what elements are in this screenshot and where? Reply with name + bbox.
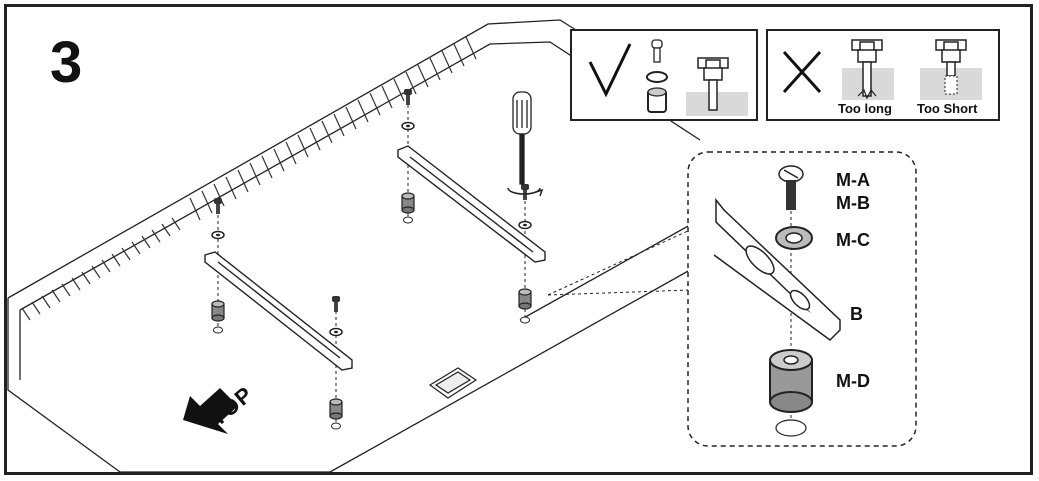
bolt-icon [778, 165, 804, 210]
washer-icon [775, 226, 813, 250]
part-label-m-a: M-A [836, 170, 870, 190]
hole-detail-icon [775, 419, 807, 437]
part-label-b: B [850, 304, 863, 324]
bracket-detail-icon [713, 197, 841, 341]
vent-slots [21, 36, 477, 321]
screw-stack-icon [646, 39, 668, 113]
part-label-m-c: M-C [836, 230, 870, 250]
left-bracket [204, 251, 353, 371]
spacer-detail-icon [769, 349, 813, 413]
incorrect-hardware-box [766, 29, 1000, 121]
too-long-icon [842, 39, 894, 100]
cross-icon [782, 50, 822, 94]
part-label-m-b: M-B [836, 193, 870, 213]
screwdriver-icon [507, 91, 544, 197]
detail-callout [687, 151, 917, 447]
correct-hardware-box [570, 29, 758, 121]
too-short-icon [920, 39, 982, 100]
cable-cutout [428, 367, 478, 399]
correct-length-icon [686, 57, 748, 116]
check-icon [588, 43, 632, 98]
right-bracket [397, 145, 546, 263]
step-number: 3 [50, 30, 83, 95]
top-arrow-icon [183, 388, 238, 434]
too-short-label: Too Short [917, 101, 978, 116]
too-long-label: Too long [838, 101, 892, 116]
part-label-m-d: M-D [836, 371, 870, 391]
